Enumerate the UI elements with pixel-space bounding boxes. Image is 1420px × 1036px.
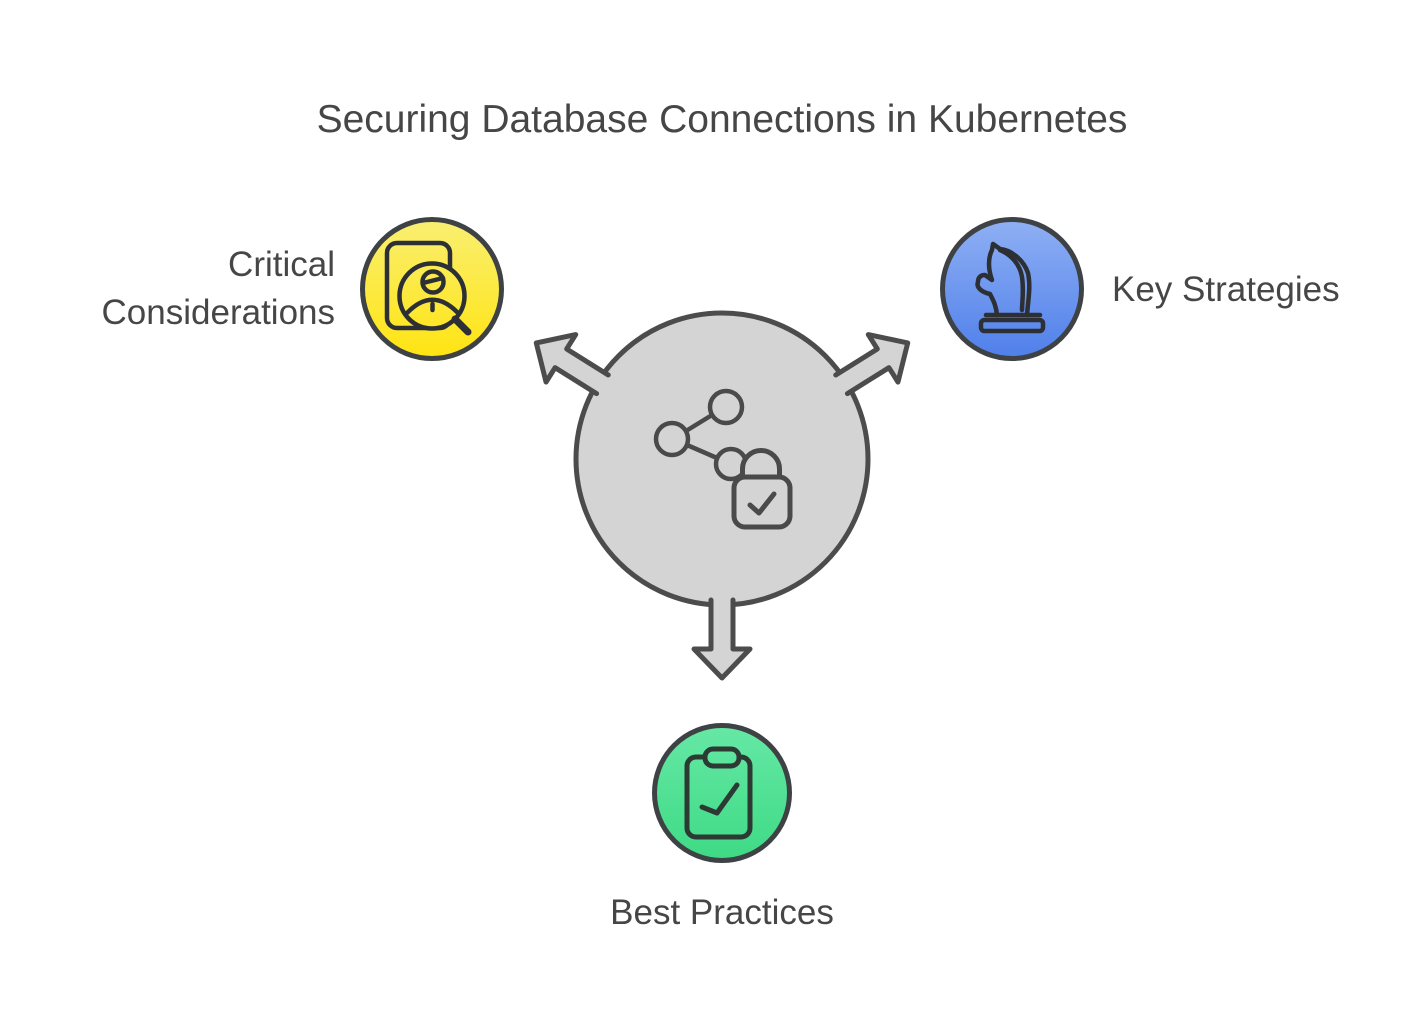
hub-circle <box>573 310 871 608</box>
clipboard-check-icon <box>684 746 753 840</box>
share-link-1 <box>683 412 715 434</box>
knight-mane <box>997 247 1026 313</box>
arrow-to-key-strategies <box>833 332 911 397</box>
label-critical-considerations: Critical Considerations <box>101 245 335 332</box>
lock-check <box>747 491 777 516</box>
hub-arrows <box>533 332 911 681</box>
node-key-strategies <box>940 217 1084 361</box>
node-critical-considerations <box>360 217 504 361</box>
document-user-search-icon <box>384 240 472 336</box>
chess-knight-icon <box>975 241 1046 334</box>
magnifier-lens <box>397 261 467 331</box>
practices-circle <box>652 723 792 863</box>
label-key-strategies: Key Strategies <box>1112 270 1340 309</box>
share-lock-icon <box>653 388 793 530</box>
label-best-practices: Best Practices <box>610 893 834 932</box>
share-link-2 <box>684 442 720 461</box>
knight-body <box>975 241 1032 318</box>
arrow-to-critical-considerations <box>533 332 611 397</box>
knight-base-slab <box>978 317 1046 334</box>
person-head-detail <box>420 275 446 286</box>
lock-shackle <box>740 448 782 481</box>
share-node-top <box>707 388 745 426</box>
clipboard-clip <box>702 746 742 769</box>
person-shoulders <box>404 297 460 316</box>
page-title: Securing Database Connections in Kuberne… <box>316 98 1128 141</box>
arrow-to-best-practices <box>691 597 753 681</box>
share-node-left <box>653 420 691 458</box>
magnifier-handle <box>451 315 472 336</box>
lock-body <box>731 474 793 530</box>
strategies-circle <box>940 217 1084 361</box>
node-best-practices <box>652 723 792 863</box>
clipboard-checkmark <box>699 782 740 816</box>
